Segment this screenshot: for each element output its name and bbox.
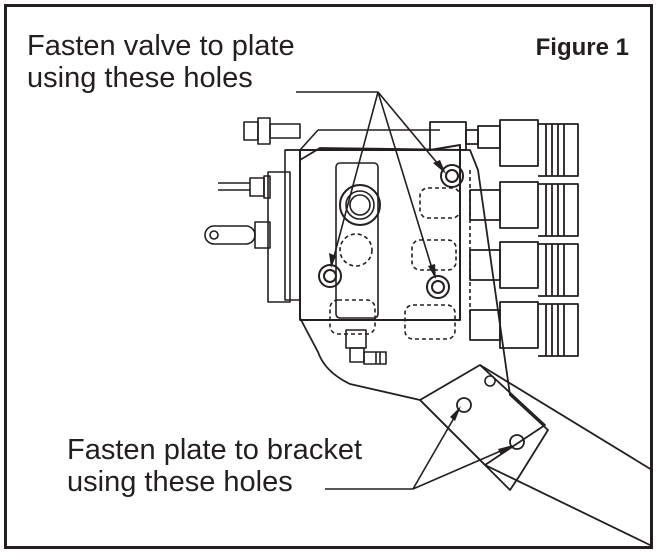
callout-valve-line1: Fasten valve to plate [27,30,295,62]
left-fittings [204,117,301,249]
valve-mount-holes [318,164,464,299]
bracket-mount-holes [456,397,525,450]
callout-plate-line2: using these holes [67,466,293,499]
callout-plate-line1: Fasten plate to bracket [67,434,362,466]
figure-frame [4,4,653,549]
callout-valve-line2: using these holes [27,62,253,95]
mounting-plate [299,147,549,491]
valve-to-plate-callout: Fasten valve to plate using these holes [27,30,295,95]
plate-to-bracket-callout: Fasten plate to bracket using these hole… [67,434,362,499]
leader-lines [296,91,511,490]
bracket-arm [419,364,653,547]
arrowheads [329,160,513,455]
figure-label: Figure 1 [535,34,629,61]
elbow-fitting [345,329,387,365]
couplers [429,119,579,357]
